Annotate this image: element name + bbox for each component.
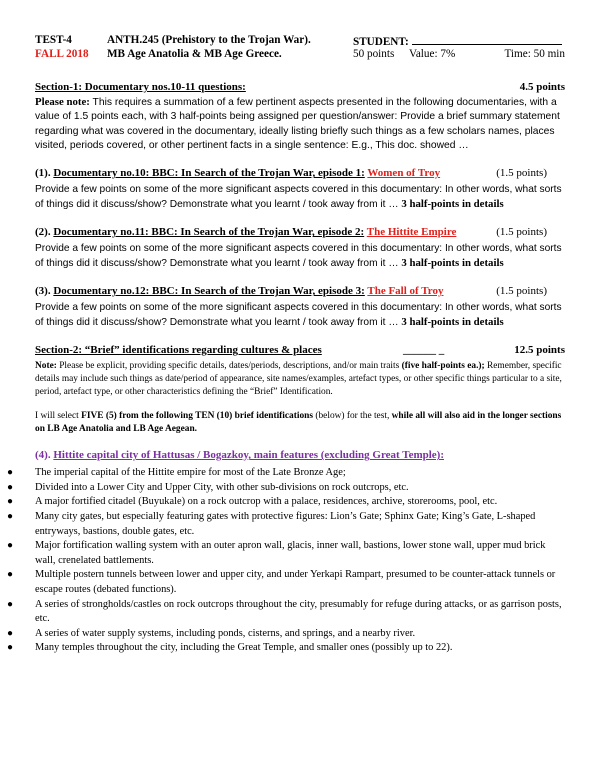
student-label: STUDENT: bbox=[353, 36, 409, 48]
prompt-text: Provide a few points on some of the more… bbox=[35, 243, 562, 270]
question-4-heading: (4). Hittite capital city of Hattusas / … bbox=[35, 448, 565, 462]
documentary-heading: (1). Documentary no.10: BBC: In Search o… bbox=[35, 166, 565, 180]
term: FALL 2018 bbox=[35, 47, 89, 60]
list-item: ● A series of strongholds/castles on rock… bbox=[5, 598, 565, 627]
bullet-text: Major fortification walling system with … bbox=[35, 540, 546, 566]
topic: MB Age Anatolia & MB Age Greece. bbox=[107, 47, 282, 60]
prompt-text: Provide a few points on some of the more… bbox=[35, 302, 562, 329]
episode-title: The Fall of Troy bbox=[367, 285, 444, 298]
documentary-2: (2). Documentary no.11: BBC: In Search o… bbox=[35, 225, 565, 271]
section-2-blank: ______ _ bbox=[403, 344, 445, 357]
question-number: (1). bbox=[35, 167, 51, 180]
header-line-1: TEST-4 ANTH.245 (Prehistory to the Troja… bbox=[35, 34, 565, 48]
note-text: This requires a summation of a few perti… bbox=[35, 97, 560, 151]
bullet-icon: ● bbox=[7, 496, 14, 508]
section-1-heading: Section-1: Documentary nos.10-11 questio… bbox=[35, 80, 565, 94]
bullet-icon: ● bbox=[7, 467, 14, 479]
list-item: ● Multiple postern tunnels between lower … bbox=[5, 568, 565, 597]
list-item: ● A major fortified citadel (Buyukale) on… bbox=[5, 495, 565, 510]
question-4-bullets: ● The imperial capital of the Hittite emp… bbox=[5, 466, 565, 656]
prompt-emphasis: 3 half-points in details bbox=[401, 257, 504, 270]
bullet-text: A series of water supply systems, includ… bbox=[35, 627, 416, 639]
instruction-emphasis: FIVE (5) from the following TEN (10) bri… bbox=[81, 411, 314, 422]
documentary-prompt: Provide a few points on some of the more… bbox=[35, 300, 565, 330]
course-title: ANTH.245 (Prehistory to the Trojan War). bbox=[107, 34, 311, 46]
section-1-title: Section-1: Documentary nos.10-11 questio… bbox=[35, 81, 246, 93]
list-item: ● Divided into a Lower City and Upper Cit… bbox=[5, 481, 565, 496]
documentary-prompt: Provide a few points on some of the more… bbox=[35, 182, 565, 212]
time-limit: Time: 50 min bbox=[504, 47, 565, 60]
instruction-emphasis-continued: while all will also aid in the longer se… bbox=[35, 411, 562, 435]
prompt-emphasis: 3 half-points in details bbox=[401, 316, 504, 329]
documentary-title: Documentary no.12: BBC: In Search of the… bbox=[53, 285, 365, 298]
bullet-text: The imperial capital of the Hittite empi… bbox=[35, 467, 346, 479]
note-label: Note: bbox=[35, 361, 57, 372]
prompt-text: Provide a few points on some of the more… bbox=[35, 184, 562, 211]
documentary-title: Documentary no.10: BBC: In Search of the… bbox=[53, 167, 365, 180]
selection-instructions: I will select FIVE (5) from the followin… bbox=[35, 410, 565, 436]
documentary-3: (3). Documentary no.12: BBC: In Search o… bbox=[35, 284, 565, 330]
documentary-heading: (3). Documentary no.12: BBC: In Search o… bbox=[35, 284, 565, 298]
bullet-icon: ● bbox=[7, 598, 14, 610]
list-item: ● Many city gates, but especially featuri… bbox=[5, 510, 565, 539]
section-1-points: 4.5 points bbox=[519, 81, 565, 93]
bullet-icon: ● bbox=[7, 540, 14, 552]
episode-title: The Hittite Empire bbox=[366, 226, 457, 239]
documentary-1: (1). Documentary no.10: BBC: In Search o… bbox=[35, 166, 565, 212]
list-item: ● Many temples throughout the city, inclu… bbox=[5, 641, 565, 656]
section-1-note: Please note: This requires a summation o… bbox=[35, 95, 565, 153]
bullet-icon: ● bbox=[7, 642, 14, 654]
bullet-text: Many city gates, but especially featurin… bbox=[35, 510, 536, 537]
question-points: (1.5 points) bbox=[496, 226, 547, 239]
question-number: (3). bbox=[35, 285, 51, 298]
question-points: (1.5 points) bbox=[496, 167, 547, 180]
question-number: (2). bbox=[35, 226, 51, 239]
prompt-emphasis: 3 half-points in details bbox=[401, 198, 504, 211]
header-line-2: FALL 2018 MB Age Anatolia & MB Age Greec… bbox=[35, 48, 565, 62]
section-2-note: Note: Please be explicit, providing spec… bbox=[35, 360, 565, 399]
question-number: (4). bbox=[35, 449, 51, 462]
documentary-heading: (2). Documentary no.11: BBC: In Search o… bbox=[35, 225, 565, 239]
section-2-title: Section-2: “Brief” identifications regar… bbox=[35, 344, 322, 357]
bullet-icon: ● bbox=[7, 627, 14, 639]
question-points: (1.5 points) bbox=[496, 285, 547, 298]
note-emphasis: (five half-points ea.); bbox=[401, 361, 485, 372]
test-number: TEST-4 bbox=[35, 34, 72, 46]
list-item: ● A series of water supply systems, inclu… bbox=[5, 627, 565, 642]
bullet-icon: ● bbox=[7, 569, 14, 581]
documentary-title: Documentary no.11: BBC: In Search of the… bbox=[53, 226, 365, 239]
bullet-text: Divided into a Lower City and Upper City… bbox=[35, 481, 409, 493]
note-label: Please note: bbox=[35, 96, 90, 108]
list-item: ● Major fortification walling system with… bbox=[5, 539, 565, 568]
episode-title: Women of Troy bbox=[367, 167, 441, 180]
instruction-text-continued: (below) for the test, bbox=[313, 411, 392, 422]
test-page: TEST-4 ANTH.245 (Prehistory to the Troja… bbox=[7, 34, 565, 656]
documentary-prompt: Provide a few points on some of the more… bbox=[35, 241, 565, 271]
bullet-icon: ● bbox=[7, 481, 14, 493]
list-item: ● The imperial capital of the Hittite emp… bbox=[5, 466, 565, 481]
question-4-title: Hittite capital city of Hattusas / Bogaz… bbox=[53, 449, 444, 462]
section-2-heading: Section-2: “Brief” identifications regar… bbox=[35, 343, 565, 357]
bullet-text: A series of strongholds/castles on rock … bbox=[35, 598, 562, 625]
student-field[interactable]: STUDENT: bbox=[353, 34, 562, 50]
bullet-icon: ● bbox=[7, 510, 14, 522]
student-blank-line[interactable] bbox=[411, 34, 562, 45]
note-text: Please be explicit, providing specific d… bbox=[56, 361, 402, 372]
value-percent: Value: 7% bbox=[409, 47, 456, 60]
points-total: 50 points bbox=[353, 47, 395, 60]
note-text-continued: Remember, specific details may include s… bbox=[35, 361, 562, 398]
instruction-text: I will select bbox=[35, 411, 82, 422]
bullet-text: Multiple postern tunnels between lower a… bbox=[35, 569, 556, 595]
section-2-points: 12.5 points bbox=[514, 344, 565, 357]
bullet-text: A major fortified citadel (Buyukale) on … bbox=[35, 496, 498, 508]
bullet-text: Many temples throughout the city, includ… bbox=[35, 642, 453, 654]
